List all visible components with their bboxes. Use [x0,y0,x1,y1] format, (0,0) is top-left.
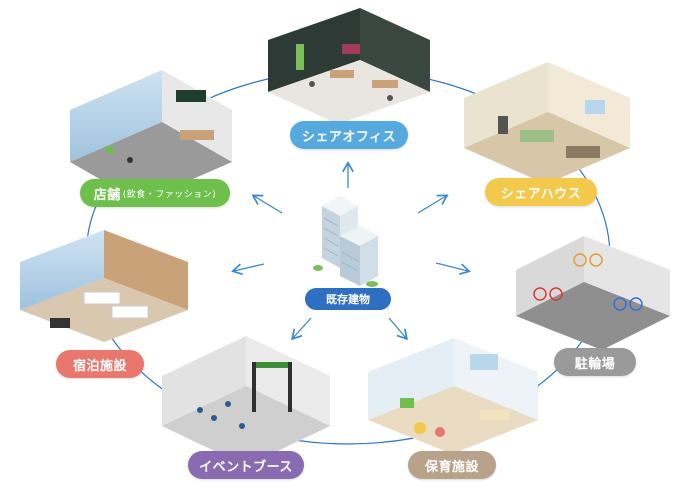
node-label-store: 店舗(飲食・ファッション) [80,179,230,207]
store-illustration [70,70,232,202]
node-label-bicycle-parking: 駐輪場 [554,348,636,376]
arrow-nursery [388,317,408,341]
lodging-illustration [20,230,188,342]
arrows [231,160,471,341]
center-label: 既存建物 [305,288,391,310]
arrow-bicycle-parking [435,262,471,275]
node-label-event-booth: イベントブース [188,451,304,479]
nursery-illustration [368,338,538,454]
bicycle-parking-illustration [516,236,670,350]
node-label-nursery: 保育施設 [408,451,496,479]
share-house-illustration [464,62,630,184]
arrow-lodging [231,263,265,276]
share-office-illustration [268,8,430,124]
node-label-share-house: シェアハウス [485,178,597,206]
arrow-share-house [417,194,449,214]
node-label-share-office: シェアオフィス [290,121,408,149]
arrow-event-booth [290,317,312,341]
node-label-lodging: 宿泊施設 [56,350,144,378]
event-booth-illustration [162,336,330,466]
building-icon [313,196,378,287]
arrow-store [251,194,283,214]
